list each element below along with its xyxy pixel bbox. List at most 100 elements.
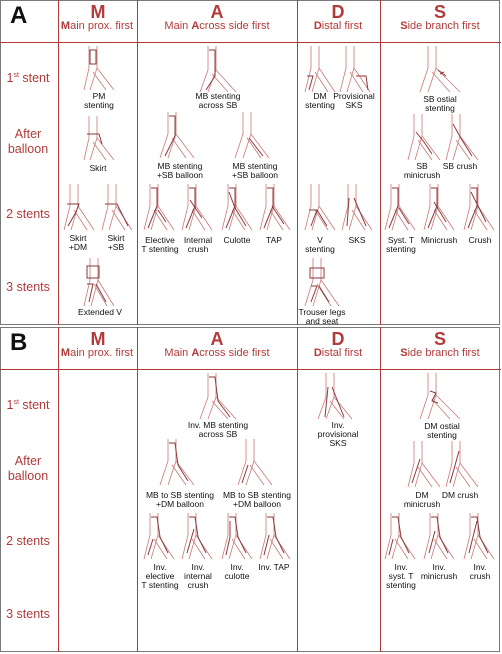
bifurcation-illustration	[304, 46, 336, 93]
caption-extended-v: Extended V	[78, 307, 122, 317]
bifurcation-illustration	[234, 112, 270, 159]
column-d-letter: D	[331, 2, 345, 22]
bifurcation-illustration	[221, 513, 253, 560]
bifurcation-illustration	[317, 373, 353, 420]
column-s-title: Side branch first	[400, 20, 480, 32]
caption-minicrush: Minicrush	[420, 235, 458, 245]
bifurcation-illustration	[143, 184, 175, 231]
bifurcation-illustration	[463, 184, 495, 231]
bifurcation-illustration	[181, 184, 213, 231]
column-a-letter: A	[210, 329, 224, 349]
column-d-letter: D	[331, 329, 345, 349]
bifurcation-illustration	[423, 184, 455, 231]
caption-syst-t: Syst. T stenting	[386, 235, 416, 254]
bifurcation-illustration	[304, 258, 340, 307]
column-divider	[58, 327, 59, 652]
caption-sb-crush: SB crush	[442, 161, 478, 171]
bifurcation-illustration	[63, 184, 95, 231]
panel-label: A	[10, 2, 28, 29]
caption-skirt-dm: Skirt +DM	[68, 233, 88, 252]
row-label-3-stents: 3 stents	[6, 280, 50, 294]
bifurcation-illustration	[407, 114, 441, 161]
bifurcation-illustration	[101, 184, 133, 231]
bifurcation-illustration	[199, 46, 237, 93]
bifurcation-illustration	[199, 373, 237, 420]
caption-mb-to-sb-2: MB to SB stenting +DM balloon	[222, 490, 292, 509]
caption-inv-culotte: Inv. culotte	[224, 562, 250, 581]
row-label-3-stents: 3 stents	[6, 607, 50, 621]
caption-dm-stenting: DM stenting	[305, 91, 335, 110]
caption-dm-ostial: DM ostial stenting	[424, 421, 460, 440]
row-label-after-balloon: After balloon	[7, 127, 49, 156]
bifurcation-illustration	[221, 184, 253, 231]
column-m-letter: M	[90, 2, 106, 22]
bifurcation-illustration	[259, 513, 291, 560]
bifurcation-illustration	[445, 441, 479, 488]
bifurcation-illustration	[463, 513, 495, 560]
bifurcation-illustration	[181, 513, 213, 560]
caption-mb-to-sb-1: MB to SB stenting +DM balloon	[145, 490, 215, 509]
caption-skirt-sb: Skirt +SB	[107, 233, 125, 252]
bifurcation-illustration	[83, 46, 115, 91]
column-a-letter: A	[210, 2, 224, 22]
caption-skirt: Skirt	[89, 163, 107, 173]
caption-dm-crush: DM crush	[441, 490, 479, 500]
caption-sb-ostial: SB ostial stenting	[423, 94, 457, 113]
caption-mb-sb-balloon: MB stenting +SB balloon	[156, 161, 204, 180]
row-label-2-stents: 2 stents	[6, 207, 50, 221]
panel-b-frame	[0, 327, 500, 652]
bifurcation-illustration	[419, 46, 461, 93]
caption-sb-minicrush: SB minicrush	[403, 161, 441, 180]
column-m-title: Main prox. first	[60, 20, 134, 32]
column-a-title: Main Across side first	[164, 347, 270, 359]
bifurcation-illustration	[237, 439, 273, 486]
caption-inv-syst-t: Inv. syst. T stenting	[386, 562, 416, 590]
bifurcation-illustration	[159, 439, 195, 486]
caption-inv-crush: Inv. crush	[469, 562, 491, 581]
column-d-title: Distal first	[313, 20, 363, 32]
row-label-1st-stent: 1st stent	[6, 398, 50, 413]
caption-dm-minicrush: DM minicrush	[403, 490, 441, 509]
bifurcation-illustration	[83, 258, 115, 307]
column-s-title: Side branch first	[400, 347, 480, 359]
caption-provisional-sks: Provisional SKS	[333, 91, 375, 110]
column-a-title: Main Across side first	[164, 20, 270, 32]
caption-inv-elective: Inv. elective T stenting	[141, 562, 179, 590]
caption-inv-mb-stenting: Inv. MB stenting across SB	[187, 420, 249, 439]
caption-inv-provisional: Inv. provisional SKS	[317, 420, 359, 448]
bifurcation-illustration	[143, 513, 175, 560]
caption-inv-internal: Inv. internal crush	[184, 562, 212, 590]
caption-pm-stenting: PM stenting	[84, 91, 114, 110]
column-divider	[137, 327, 138, 652]
row-label-1st-stent: 1st stent	[6, 71, 50, 86]
caption-inv-minicrush: Inv. minicrush	[420, 562, 458, 581]
column-d-title: Distal first	[313, 347, 363, 359]
bifurcation-illustration	[341, 184, 373, 231]
caption-crush: Crush	[468, 235, 492, 245]
column-divider	[297, 327, 298, 652]
bifurcation-illustration	[304, 184, 336, 231]
bifurcation-illustration	[384, 184, 416, 231]
column-divider	[58, 0, 59, 325]
caption-internal-crush: Internal crush	[183, 235, 213, 254]
bifurcation-illustration	[407, 441, 441, 488]
row-label-2-stents: 2 stents	[6, 534, 50, 548]
caption-sks: SKS	[348, 235, 366, 245]
caption-inv-tap: Inv. TAP	[258, 562, 290, 572]
caption-elective-t: Elective T stenting	[141, 235, 179, 254]
panel-a-frame	[0, 0, 500, 325]
panel-b: B M Main prox. first A Main Across side …	[0, 327, 501, 654]
caption-v-stenting: V stenting	[305, 235, 335, 254]
header-divider	[0, 42, 501, 43]
caption-mb-sb-balloon-2: MB stenting +SB balloon	[231, 161, 279, 180]
column-divider	[380, 0, 381, 325]
bifurcation-illustration	[83, 116, 115, 161]
column-s-letter: S	[433, 2, 446, 22]
bifurcation-illustration	[419, 373, 461, 420]
column-divider	[380, 327, 381, 652]
bifurcation-illustration	[384, 513, 416, 560]
bifurcation-illustration	[339, 46, 371, 93]
column-divider	[137, 0, 138, 325]
bifurcation-illustration	[445, 114, 479, 161]
bifurcation-illustration	[423, 513, 455, 560]
